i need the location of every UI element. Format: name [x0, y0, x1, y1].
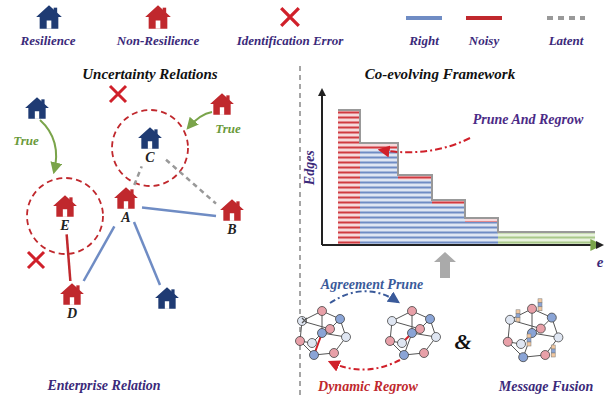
graph-illustrations: [296, 299, 563, 362]
legend-line: [406, 16, 442, 20]
company-house: C: [135, 126, 165, 165]
error-circle: [112, 110, 188, 186]
node-letter: C: [135, 150, 165, 165]
panel-caption: Enterprise Relation: [47, 378, 160, 393]
legend-house: [145, 5, 171, 28]
step-label: Agreement Prune: [321, 277, 423, 292]
true-arrow: [40, 120, 56, 172]
legend-line: [547, 16, 585, 20]
legend-line: [466, 16, 502, 20]
legend-text: Non-Resilience: [117, 34, 199, 48]
house-icon: [137, 126, 163, 150]
prune-regrow-arrow: [380, 138, 470, 152]
panel-title: Co-evolving Framework: [365, 66, 515, 83]
error-circle: [27, 178, 103, 254]
edge-chart: [318, 88, 604, 249]
legend-text: Identification Error: [237, 34, 344, 48]
relation-line: [134, 166, 141, 185]
true-arrow: [188, 112, 212, 128]
house: [25, 97, 49, 119]
node-letter: B: [217, 222, 247, 237]
panel-title: Uncertainty Relations: [82, 66, 217, 83]
house-icon: [113, 186, 139, 210]
company-house: E: [50, 194, 80, 233]
up-arrow: [434, 252, 456, 278]
company-house: A: [111, 186, 141, 225]
legend-house: [36, 5, 62, 28]
error-cross: [28, 252, 44, 268]
chart-note: Prune And Regrow: [473, 112, 584, 127]
house-icon: [52, 194, 78, 218]
step-label: Message Fusion: [499, 379, 594, 394]
legend-cross: [281, 8, 299, 26]
error-cross: [110, 86, 126, 102]
step-label: Dynamic Regrow: [318, 379, 418, 394]
right-relation: [134, 222, 160, 285]
legend-text: Right: [409, 34, 439, 48]
legend-text: Resilience: [21, 34, 76, 48]
house-icon: [219, 198, 245, 222]
relation-line: [142, 208, 216, 216]
legend-text: Noisy: [469, 34, 499, 48]
house-icon: [59, 282, 85, 306]
ampersand: &: [454, 330, 471, 354]
true-label: True: [215, 122, 241, 136]
regrow-arrow: [330, 360, 400, 370]
house: [210, 93, 234, 115]
relation-line: [166, 160, 216, 204]
legend-text: Latent: [549, 34, 584, 48]
relation-line: [84, 226, 115, 281]
axis-label: Edges: [301, 150, 316, 185]
node-letter: A: [111, 210, 141, 225]
node-letter: D: [57, 306, 87, 321]
axis-label: e: [597, 254, 604, 271]
company-house: D: [57, 282, 87, 321]
company-house: B: [217, 198, 247, 237]
relation-line: [67, 234, 71, 281]
node-letter: E: [50, 218, 80, 233]
divider: [299, 66, 301, 396]
true-label: True: [13, 134, 39, 148]
house: [155, 287, 179, 309]
prune-arrow: [330, 291, 398, 303]
